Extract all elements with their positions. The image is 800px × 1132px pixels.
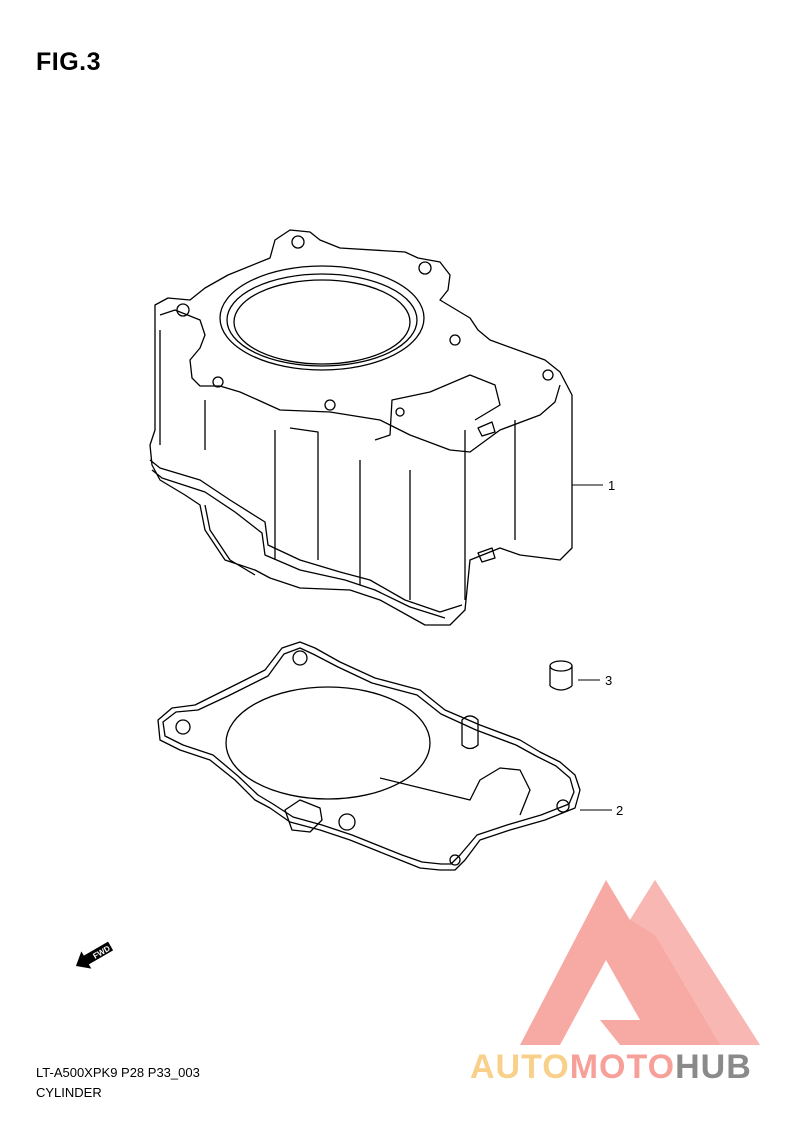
- figure-name: CYLINDER: [36, 1085, 102, 1100]
- watermark-part-auto: AUTO: [470, 1048, 570, 1086]
- leader-lines: [572, 484, 612, 811]
- watermark-part-moto: MOTO: [569, 1048, 676, 1086]
- dowel-pin[interactable]: [549, 660, 573, 691]
- callout-2: 2: [616, 803, 623, 818]
- watermark-text: AUTOMOTOHUB: [470, 1048, 752, 1087]
- callout-1: 1: [608, 478, 615, 493]
- figure-code: LT-A500XPK9 P28 P33_003: [36, 1065, 200, 1080]
- watermark-part-hub: HUB: [675, 1048, 752, 1086]
- figure-title: FIG.3: [36, 48, 102, 76]
- fwd-arrow-icon: FWD: [75, 941, 114, 969]
- callout-3: 3: [605, 673, 612, 688]
- cylinder-gasket[interactable]: [157, 641, 581, 871]
- watermark-logo: [520, 880, 760, 1045]
- cylinder-block[interactable]: [149, 229, 573, 626]
